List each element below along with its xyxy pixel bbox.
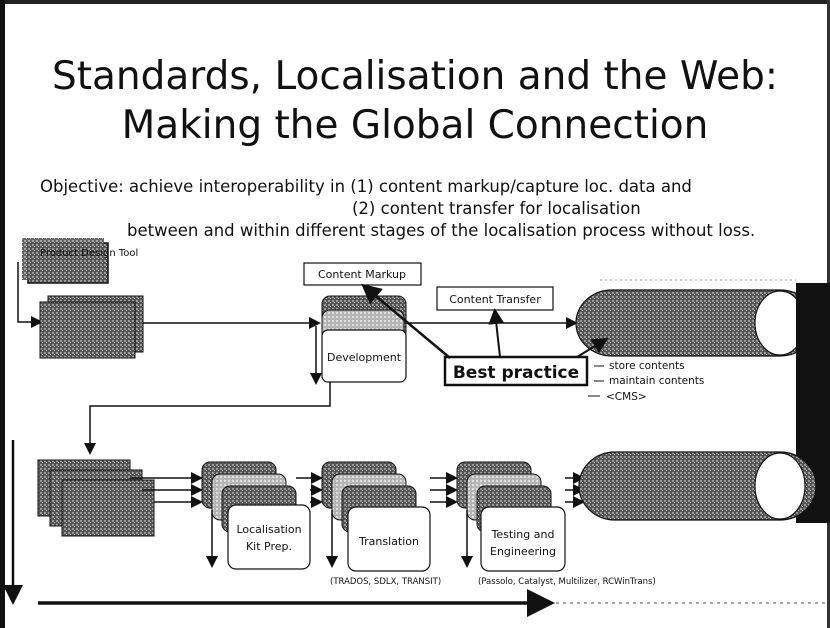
source-stack-upper bbox=[39, 295, 144, 359]
slide-left-border bbox=[0, 0, 5, 628]
kit-prep-stack: Localisation Kit Prep. bbox=[201, 461, 311, 570]
kit-prep-label-2: Kit Prep. bbox=[246, 540, 292, 553]
maintain-contents-label: maintain contents bbox=[609, 375, 704, 387]
testing-label-1: Testing and bbox=[491, 528, 555, 541]
development-label: Development bbox=[327, 351, 402, 364]
design-tool-box: Product Design Tool bbox=[22, 238, 138, 284]
slide-top-border bbox=[0, 0, 830, 4]
development-stack: Development bbox=[321, 295, 407, 383]
kit-prep-label-1: Localisation bbox=[236, 523, 301, 536]
cms-repository-upper bbox=[575, 289, 817, 357]
arrow-to-cms bbox=[576, 337, 609, 358]
connector-upper-to-lower bbox=[84, 382, 331, 455]
cms-repository-lower bbox=[578, 451, 817, 521]
content-transfer-label: Content Transfer bbox=[449, 293, 541, 306]
objective-line-2: (2) content transfer for localisation bbox=[352, 199, 641, 218]
testing-tools-label: (Passolo, Catalyst, Multilizer, RCWinTra… bbox=[478, 577, 656, 587]
store-contents-label: store contents bbox=[609, 360, 685, 372]
testing-stack: Testing and Engineering bbox=[456, 461, 566, 572]
source-stack-lower bbox=[37, 459, 155, 537]
arrow-to-content-transfer bbox=[488, 308, 505, 358]
slide-title-line-2: Making the Global Connection bbox=[121, 103, 709, 148]
content-markup-label: Content Markup bbox=[318, 268, 406, 281]
testing-label-2: Engineering bbox=[490, 545, 556, 558]
cms-label: <CMS> bbox=[606, 391, 647, 403]
objective-line-1: Objective: achieve interoperability in (… bbox=[40, 177, 692, 196]
translation-label: Translation bbox=[358, 535, 419, 548]
connector-design-to-source bbox=[17, 262, 43, 328]
best-practice-label: Best practice bbox=[453, 363, 579, 383]
slide-title-line-1: Standards, Localisation and the Web: bbox=[51, 54, 779, 99]
best-practice-box bbox=[443, 355, 589, 387]
design-box-label: Product Design Tool bbox=[40, 248, 138, 259]
arrow-to-content-markup bbox=[361, 283, 451, 359]
objective-line-3: between and within different stages of t… bbox=[127, 221, 756, 240]
translation-stack: Translation bbox=[321, 461, 431, 572]
translation-tools-label: (TRADOS, SDLX, TRANSIT) bbox=[330, 577, 441, 587]
